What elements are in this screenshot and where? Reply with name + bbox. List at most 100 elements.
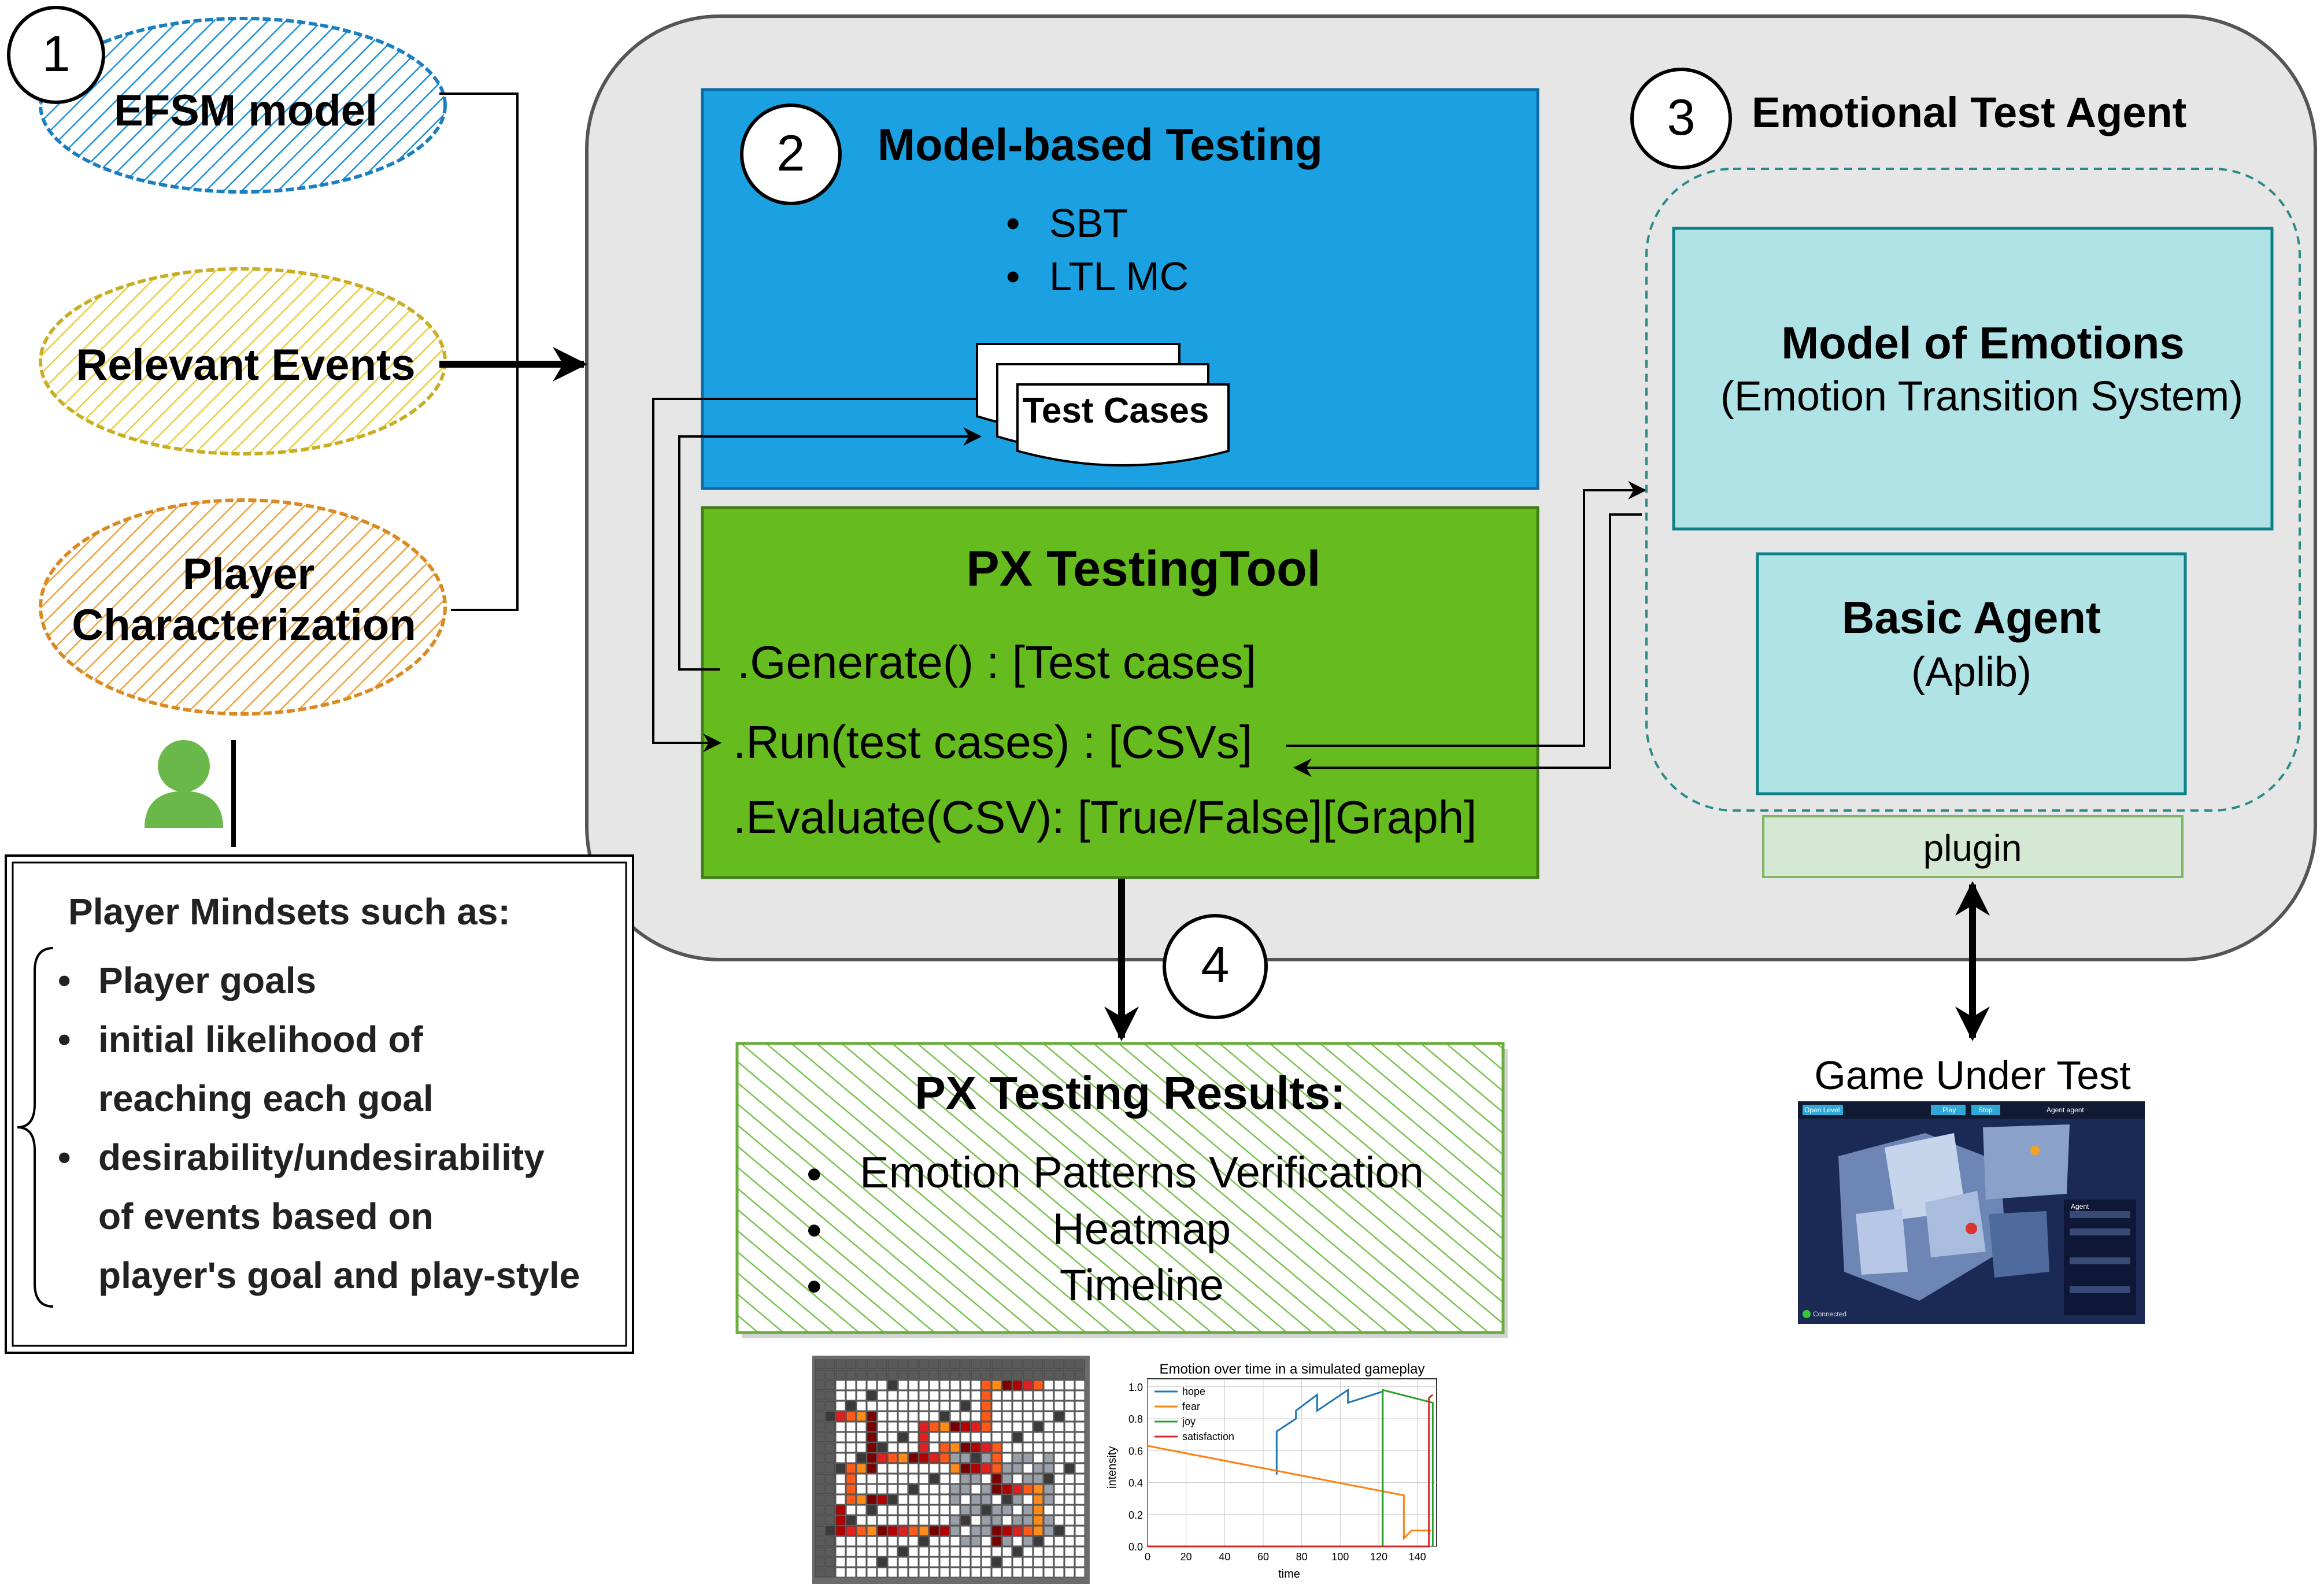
heatmap-cell	[991, 1515, 1002, 1526]
heatmap-cell	[1012, 1380, 1023, 1390]
heatmap-cell	[856, 1505, 867, 1515]
chart-x-tick-label: 120	[1370, 1551, 1387, 1563]
heatmap-cell	[919, 1536, 929, 1546]
heatmap-cell	[815, 1411, 825, 1422]
heatmap-cell	[877, 1474, 887, 1484]
game-stop-button[interactable]	[1971, 1105, 2000, 1115]
heatmap-cell	[1012, 1505, 1023, 1515]
heatmap-cell	[908, 1484, 919, 1494]
heatmap-cell	[1023, 1432, 1033, 1442]
heatmap-cell	[981, 1370, 991, 1380]
heatmap-cell	[971, 1390, 981, 1401]
heatmap-cell	[1023, 1380, 1033, 1390]
game-open-level-button[interactable]	[1803, 1105, 1843, 1115]
heatmap-cell	[1064, 1411, 1075, 1422]
heatmap-cell	[950, 1390, 960, 1401]
heatmap-cell	[835, 1536, 846, 1546]
heatmap-cell	[1023, 1390, 1033, 1401]
heatmap-cell	[1023, 1411, 1033, 1422]
heatmap-cell	[846, 1494, 856, 1505]
heatmap-cell	[1054, 1546, 1064, 1557]
heatmap-cell	[1023, 1453, 1033, 1463]
heatmap-cell	[929, 1380, 939, 1390]
heatmap-cell	[971, 1546, 981, 1557]
heatmap-cell	[981, 1401, 991, 1411]
heatmap-cell	[919, 1401, 929, 1411]
heatmap-cell	[1033, 1401, 1043, 1411]
heatmap-cell	[1054, 1474, 1064, 1484]
heatmap-cell	[908, 1370, 919, 1380]
heatmap-cell	[939, 1526, 950, 1536]
heatmap-cell	[867, 1494, 877, 1505]
heatmap-thumbnail	[812, 1356, 1090, 1584]
heatmap-cell	[919, 1422, 929, 1432]
heatmap-cell	[835, 1380, 846, 1390]
basic-agent-subtitle: (Aplib)	[1911, 649, 2032, 695]
heatmap-cell	[919, 1380, 929, 1390]
heatmap-cell	[1054, 1567, 1064, 1578]
heatmap-cell	[1023, 1442, 1033, 1453]
heatmap-cell	[929, 1567, 939, 1578]
heatmap-cell	[856, 1484, 867, 1494]
heatmap-cell	[1064, 1453, 1075, 1463]
heatmap-cell	[1033, 1432, 1043, 1442]
mindsets-brace	[17, 947, 54, 1308]
heatmap-cell	[877, 1526, 887, 1536]
heatmap-cell	[1023, 1557, 1033, 1567]
heatmap-cell	[1002, 1474, 1012, 1484]
heatmap-cell	[960, 1422, 971, 1432]
heatmap-cell	[960, 1505, 971, 1515]
heatmap-cell	[1075, 1484, 1085, 1494]
emotions-box	[1672, 227, 2274, 531]
heatmap-cell	[856, 1515, 867, 1526]
heatmap-cell	[835, 1546, 846, 1557]
heatmap-cell	[929, 1557, 939, 1567]
heatmap-cell	[939, 1505, 950, 1515]
heatmap-cell	[960, 1463, 971, 1474]
heatmap-cell	[991, 1536, 1002, 1546]
heatmap-cell	[1064, 1494, 1075, 1505]
heatmap-cell	[1002, 1567, 1012, 1578]
heatmap-cell	[887, 1390, 898, 1401]
heatmap-cell	[887, 1359, 898, 1370]
heatmap-cell	[908, 1432, 919, 1442]
heatmap-cell	[981, 1411, 991, 1422]
heatmap-cell	[1033, 1442, 1043, 1453]
chart-series-line-fear	[1147, 1445, 1431, 1541]
heatmap-cell	[825, 1505, 835, 1515]
heatmap-cell	[929, 1484, 939, 1494]
heatmap-cell	[1054, 1359, 1064, 1370]
heatmap-cell	[939, 1380, 950, 1390]
heatmap-cell	[971, 1422, 981, 1432]
mindsets-title: Player Mindsets such as:	[68, 891, 510, 932]
heatmap-cell	[887, 1526, 898, 1536]
heatmap-cell	[1064, 1515, 1075, 1526]
heatmap-cell	[898, 1474, 908, 1484]
heatmap-cell	[991, 1370, 1002, 1380]
heatmap-cell	[1054, 1453, 1064, 1463]
heatmap-cell	[815, 1390, 825, 1401]
heatmap-cell	[825, 1494, 835, 1505]
heatmap-cell	[846, 1380, 856, 1390]
heatmap-cell	[939, 1432, 950, 1442]
game-open-level-label: Open Level	[1804, 1106, 1840, 1114]
connected-status-icon	[1803, 1310, 1811, 1318]
heatmap-cell	[887, 1515, 898, 1526]
heatmap-cell	[1002, 1453, 1012, 1463]
mbt-bullet-text: LTL MC	[1049, 254, 1189, 299]
mindset-item-line: reaching each goal	[98, 1078, 434, 1119]
heatmap-cell	[1033, 1463, 1043, 1474]
heatmap-cell	[1012, 1359, 1023, 1370]
heatmap-cell	[825, 1463, 835, 1474]
heatmap-cell	[991, 1390, 1002, 1401]
heatmap-cell	[1075, 1380, 1085, 1390]
player-ellipse	[39, 498, 447, 716]
heatmap-cell	[1043, 1370, 1054, 1380]
heatmap-cell	[919, 1390, 929, 1401]
heatmap-cell	[960, 1359, 971, 1370]
emotions-title: Model of Emotions	[1781, 317, 2185, 368]
heatmap-cell	[1012, 1484, 1023, 1494]
heatmap-cell	[1023, 1526, 1033, 1536]
results-bullet-icon: •	[806, 1262, 822, 1311]
game-play-button[interactable]	[1931, 1105, 1966, 1115]
